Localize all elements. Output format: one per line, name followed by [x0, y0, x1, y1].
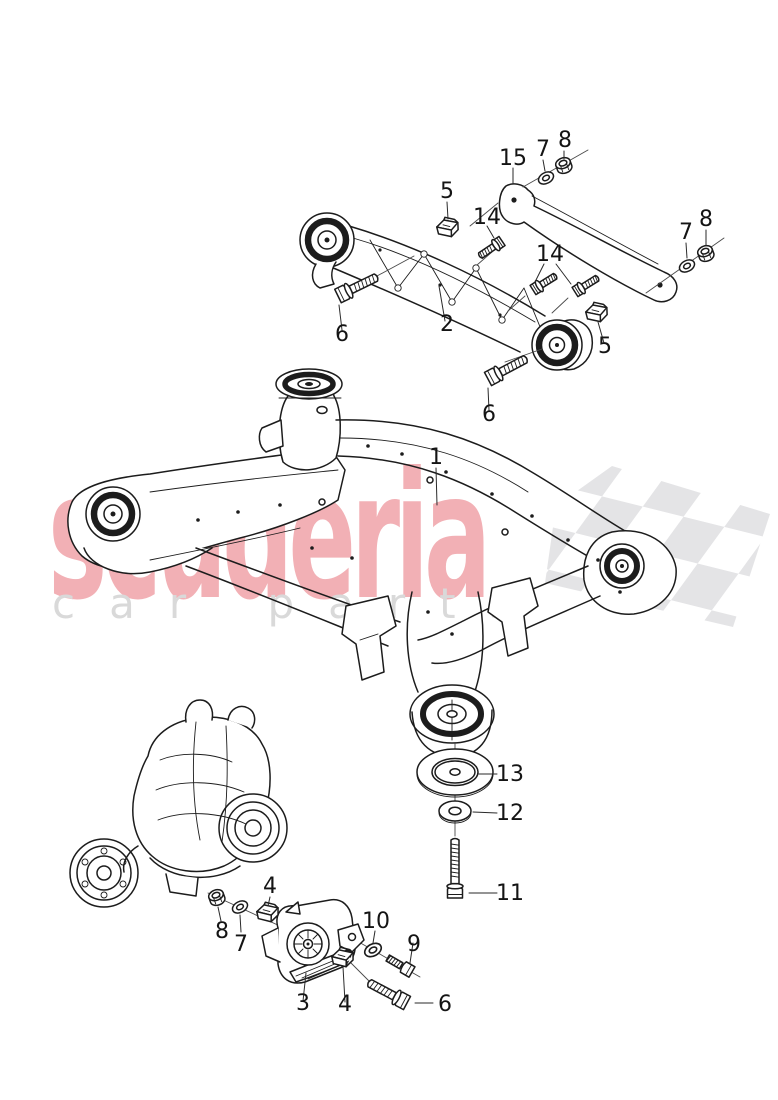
callout-15[interactable]: 15	[499, 146, 527, 171]
callout-6-bottom[interactable]: 6	[438, 992, 452, 1017]
callout-11[interactable]: 11	[496, 881, 524, 906]
callout-7-right[interactable]: 7	[679, 220, 693, 245]
callout-7-top-left[interactable]: 7	[536, 137, 550, 162]
diagram-line-art	[67, 149, 725, 1011]
differential-drawing	[69, 699, 288, 908]
callout-4-left[interactable]: 4	[263, 874, 277, 899]
callout-14-pair[interactable]: 14	[536, 242, 564, 267]
washer-13-drawing[interactable]	[416, 748, 494, 798]
brace-bar-part-drawing[interactable]	[498, 183, 678, 303]
callout-6-left[interactable]: 6	[335, 322, 349, 347]
callout-2[interactable]: 2	[440, 312, 454, 337]
callout-3[interactable]: 3	[296, 991, 310, 1016]
callout-4-right[interactable]: 4	[338, 992, 352, 1017]
callout-leader-lines	[217, 150, 707, 1004]
callout-10[interactable]: 10	[362, 909, 390, 934]
callout-6-middle[interactable]: 6	[482, 402, 496, 427]
callout-8-top-left[interactable]: 8	[558, 128, 572, 153]
callout-1[interactable]: 1	[429, 445, 443, 470]
callout-5-left[interactable]: 5	[440, 179, 454, 204]
callout-5-right[interactable]: 5	[598, 334, 612, 359]
callout-8-bottom[interactable]: 8	[215, 919, 229, 944]
callout-13[interactable]: 13	[496, 762, 524, 787]
callout-9[interactable]: 9	[407, 932, 421, 957]
subframe-part-drawing[interactable]	[67, 368, 677, 758]
callout-8-right[interactable]: 8	[699, 207, 713, 232]
callout-7-bottom[interactable]: 7	[234, 932, 248, 957]
callout-12[interactable]: 12	[496, 801, 524, 826]
callout-14-upper[interactable]: 14	[473, 205, 501, 230]
washer-12-drawing[interactable]	[438, 800, 472, 824]
callout-labels: 8 7 15 5 14 2 6 14 5 7 8 6 1 13 12 11 8 …	[215, 128, 713, 1017]
control-arm-part-drawing[interactable]	[299, 212, 594, 371]
